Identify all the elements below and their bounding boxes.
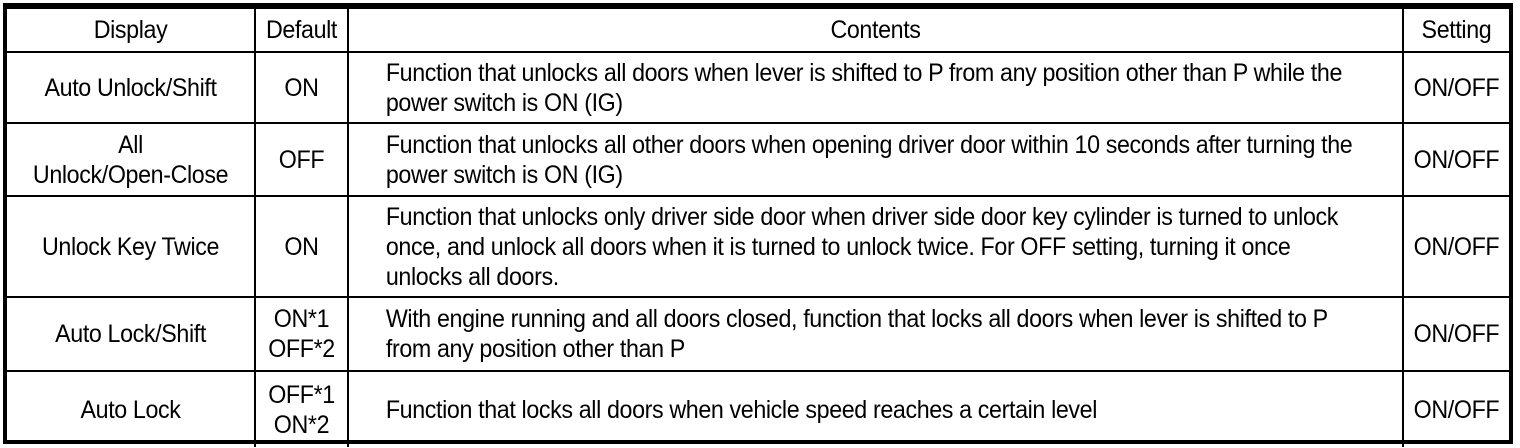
cell-display: Auto Lock (15, 370, 248, 447)
cell-setting: ON/OFF (1405, 195, 1506, 298)
cell-default: ON*1 OFF*2 (257, 296, 346, 372)
table-header-row: Display Default Contents Setting (7, 7, 1509, 53)
table-header: Display Default Contents Setting (7, 7, 1509, 53)
cell-contents: Function that unlocks all other doors wh… (383, 122, 1368, 197)
cell-display: Unlock Key Twice (15, 195, 248, 298)
cell-setting: ON/OFF (1405, 370, 1506, 447)
cell-contents: Function that unlocks only driver side d… (383, 195, 1368, 298)
cell-default: OFF (257, 122, 346, 197)
cell-default: OFF*1 ON*2 (257, 370, 346, 447)
table-row: Auto Lock/Shift ON*1 OFF*2 With engine r… (7, 296, 1509, 372)
table-body: Auto Unlock/Shift ON Function that unloc… (7, 51, 1509, 447)
cell-display: All Unlock/Open-Close (15, 122, 248, 197)
cell-display: Auto Unlock/Shift (15, 51, 248, 124)
cell-setting: ON/OFF (1405, 122, 1506, 197)
table-row: All Unlock/Open-Close OFF Function that … (7, 122, 1509, 197)
cell-setting: ON/OFF (1405, 296, 1506, 372)
vehicle-door-lock-settings-table: Display Default Contents Setting Auto Un… (7, 7, 1509, 447)
table-row: Unlock Key Twice ON Function that unlock… (7, 195, 1509, 298)
cell-default: ON (257, 195, 346, 298)
column-header-display: Display (15, 7, 248, 53)
settings-table-container: Display Default Contents Setting Auto Un… (3, 3, 1513, 447)
table-row: Auto Lock OFF*1 ON*2 Function that locks… (7, 370, 1509, 447)
column-header-default: Default (257, 7, 346, 53)
table-row: Auto Unlock/Shift ON Function that unloc… (7, 51, 1509, 124)
cell-contents: Function that unlocks all doors when lev… (383, 51, 1368, 124)
column-header-setting: Setting (1405, 7, 1506, 53)
cell-default: ON (257, 51, 346, 124)
cell-display: Auto Lock/Shift (15, 296, 248, 372)
cell-contents: With engine running and all doors closed… (383, 296, 1368, 372)
cell-contents: Function that locks all doors when vehic… (383, 370, 1368, 447)
cell-setting: ON/OFF (1405, 51, 1506, 124)
column-header-contents: Contents (383, 7, 1368, 53)
